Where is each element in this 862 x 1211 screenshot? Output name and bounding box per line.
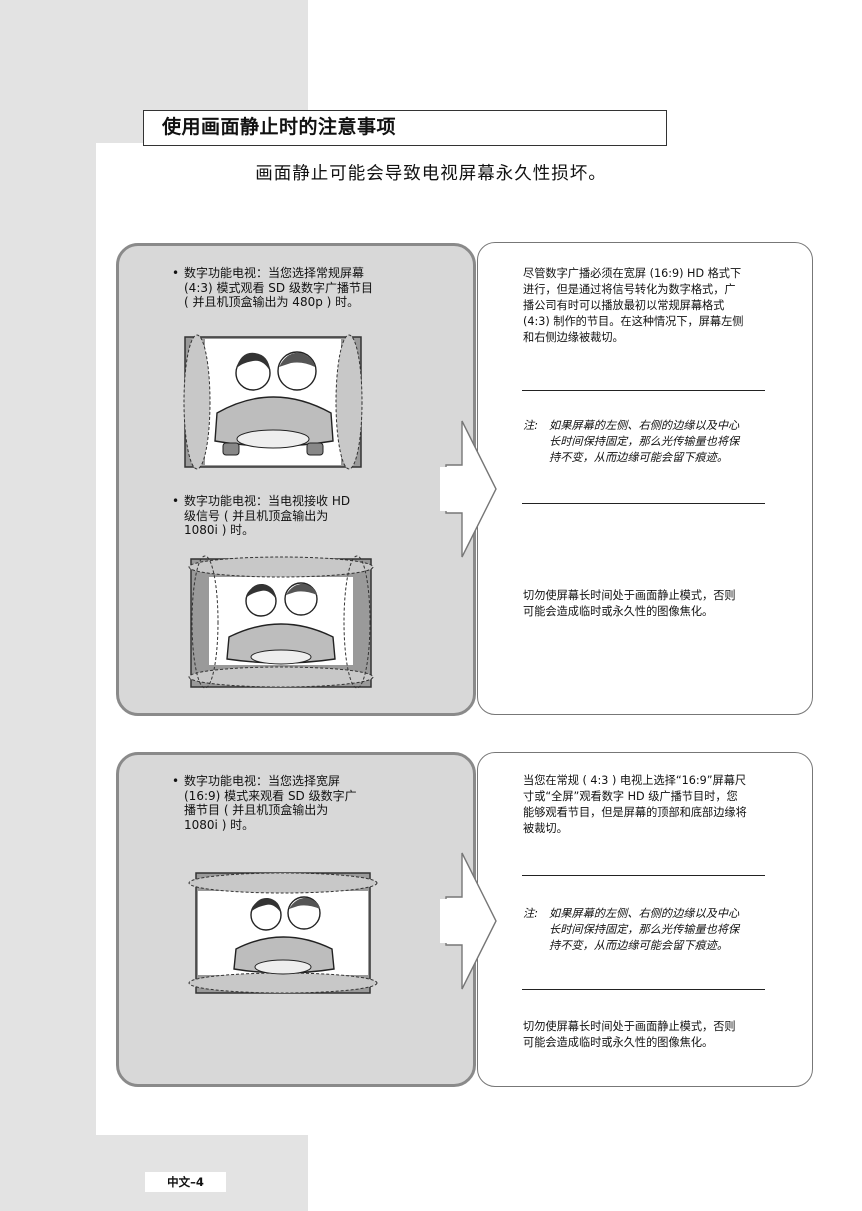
section2-arrow-icon — [440, 852, 497, 990]
section1-right-panel — [477, 242, 813, 715]
page-number: 中文–4 — [145, 1172, 226, 1192]
tv-4x3-illustration — [183, 334, 363, 470]
section2-left-panel — [116, 752, 476, 1087]
section2-divider-2 — [522, 989, 765, 991]
gray-side-band — [0, 143, 96, 1211]
section2-warning: 切勿使屏幕长时间处于画面静止模式，否则 可能会造成临时或永久性的图像焦化。 — [523, 1020, 736, 1049]
section2-divider-1 — [522, 875, 765, 877]
page-subtitle: 画面静止可能会导致电视屏幕永久性损坏。 — [255, 164, 607, 184]
section1-warning: 切勿使屏幕长时间处于画面静止模式，否则 可能会造成临时或永久性的图像焦化。 — [523, 589, 736, 618]
tv-hd-illustration — [188, 555, 374, 689]
section1-arrow-icon — [440, 420, 497, 558]
section1-note: 注: 如果屏幕的左侧、右侧的边缘以及中心 长时间保持固定，那么光传输量也将保 持… — [523, 419, 740, 464]
section2-right-panel — [477, 752, 813, 1087]
section2-note: 注: 如果屏幕的左侧、右侧的边缘以及中心 长时间保持固定，那么光传输量也将保 持… — [523, 907, 740, 952]
section1-description: 尽管数字广播必须在宽屏 (16:9) HD 格式下 进行，但是通过将信号转化为数… — [523, 267, 744, 344]
section1-bullet-1: • 数字功能电视：当您选择常规屏幕 (4:3) 模式观看 SD 级数字广播节目 … — [172, 266, 373, 309]
tv-16x9-illustration — [188, 872, 378, 994]
section1-bullet-2: • 数字功能电视：当电视接收 HD 级信号 ( 并且机顶盒输出为 1080i )… — [172, 494, 351, 537]
section2-bullet-1: • 数字功能电视：当您选择宽屏 (16:9) 模式来观看 SD 级数字广 播节目… — [172, 774, 357, 832]
section2-description: 当您在常规 ( 4:3 ) 电视上选择“16:9”屏幕尺 寸或“全屏”观看数字 … — [523, 774, 747, 835]
section1-divider-1 — [522, 390, 765, 392]
page-title: 使用画面静止时的注意事项 — [143, 110, 667, 146]
section1-divider-2 — [522, 503, 765, 505]
